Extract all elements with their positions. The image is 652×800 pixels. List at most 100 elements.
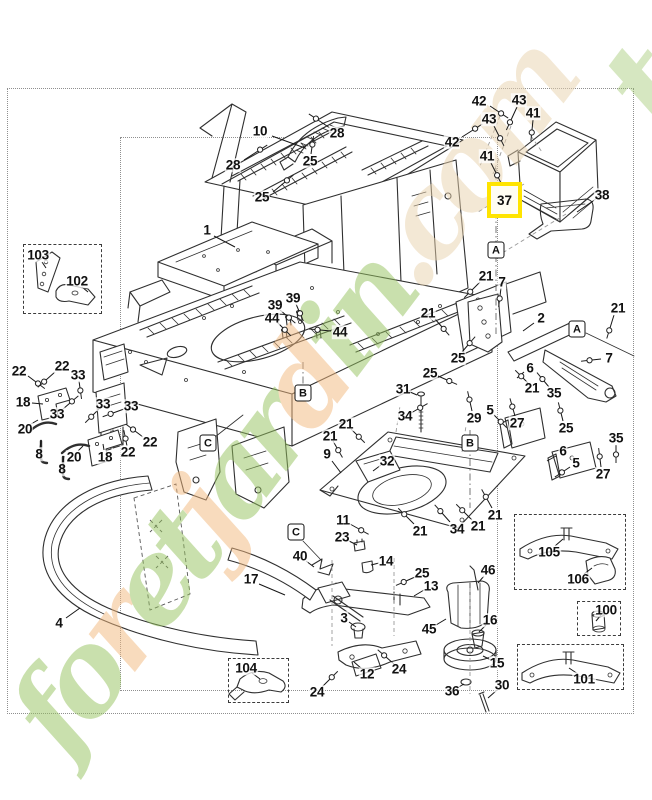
leader-line-22: [134, 430, 144, 438]
hardware-glyph-22: [122, 430, 129, 442]
leader-line-42: [489, 105, 500, 113]
hardware-glyph-21: [463, 288, 474, 299]
part-label-13: 13: [422, 578, 440, 594]
hardware-glyph-35: [536, 372, 546, 383]
leader-line-18: [102, 443, 105, 451]
part-label-102: 102: [65, 273, 89, 289]
part-label-21: 21: [419, 305, 437, 321]
hardware-glyph-25: [395, 578, 407, 586]
part-label-22: 22: [119, 444, 137, 460]
hardware-glyph-43: [497, 135, 505, 147]
hardware-glyph-25: [446, 377, 458, 385]
part-label-35: 35: [607, 430, 625, 446]
leader-line-17: [258, 583, 286, 596]
hardware-glyph-33: [77, 387, 84, 399]
part-label-5: 5: [485, 402, 495, 418]
part-label-23: 23: [333, 529, 351, 545]
leader-line-7: [591, 358, 602, 361]
hardware-glyph-21: [481, 489, 489, 500]
hardware-glyph-25: [466, 336, 476, 347]
hardware-glyph-21: [440, 325, 450, 336]
part-label-39: 39: [266, 297, 284, 313]
inset-103-102: [23, 244, 102, 314]
hardware-glyph-5: [497, 418, 508, 429]
part-label-21: 21: [337, 416, 355, 432]
part-label-24: 24: [308, 684, 326, 700]
leader-line-21: [486, 498, 493, 509]
part-label-42: 42: [470, 93, 488, 109]
highlighted-part-label-37[interactable]: 37: [487, 182, 522, 218]
leader-line-27: [512, 408, 516, 417]
ref-box-B: B: [294, 384, 312, 402]
part-label-29: 29: [465, 410, 483, 426]
hardware-glyph-34: [434, 504, 444, 515]
part-label-1: 1: [202, 222, 212, 238]
leader-line-25: [272, 181, 286, 193]
leader-line-25: [461, 344, 469, 353]
part-label-21: 21: [609, 300, 627, 316]
leader-line-45: [435, 618, 447, 626]
part-label-28: 28: [328, 125, 346, 141]
part-label-46: 46: [479, 562, 497, 578]
hardware-glyph-39: [296, 310, 304, 322]
part-label-32: 32: [378, 453, 396, 469]
part-label-101: 101: [572, 671, 596, 687]
leader-line-21: [434, 318, 443, 328]
leader-line-11: [349, 523, 360, 530]
part-label-22: 22: [53, 358, 71, 374]
part-label-28: 28: [224, 157, 242, 173]
part-label-17: 17: [242, 571, 260, 587]
part-label-5: 5: [571, 455, 581, 471]
hardware-glyph-22: [37, 378, 48, 388]
part-label-31: 31: [394, 381, 412, 397]
hardware-glyph-33: [102, 410, 114, 418]
inset-105-106: [514, 514, 626, 590]
leader-line-2: [522, 322, 535, 332]
part-label-14: 14: [377, 553, 395, 569]
leader-line-4: [65, 607, 81, 619]
part-label-16: 16: [481, 612, 499, 628]
outer-dotted-border: [7, 88, 634, 714]
leader-line-22: [125, 440, 128, 447]
hardware-glyph-7: [496, 295, 503, 307]
part-label-25: 25: [421, 365, 439, 381]
hardware-glyph-24: [328, 670, 339, 681]
inset-104: [228, 658, 289, 703]
part-label-10: 10: [251, 123, 269, 139]
hardware-glyph-34: [417, 403, 428, 411]
leader-line-29: [469, 401, 473, 412]
hardware-glyph-33: [84, 413, 95, 424]
part-label-22: 22: [10, 363, 28, 379]
part-label-21: 21: [477, 268, 495, 284]
leader-line-21: [405, 515, 415, 525]
part-label-44: 44: [331, 324, 349, 340]
leader-line-14: [370, 562, 380, 566]
leader-line-25: [560, 412, 564, 422]
part-label-11: 11: [335, 512, 351, 528]
leader-line-25: [405, 576, 416, 582]
part-label-40: 40: [291, 548, 309, 564]
part-label-38: 38: [593, 187, 611, 203]
leader-line-33: [112, 408, 125, 414]
hardware-glyph-42: [497, 110, 509, 119]
hardware-glyph-11: [358, 527, 369, 535]
leader-line-21: [609, 314, 615, 329]
part-label-25: 25: [301, 153, 319, 169]
part-label-105: 105: [537, 544, 561, 560]
leader-line-44: [319, 329, 332, 332]
leader-line-21: [471, 281, 481, 291]
hardware-glyph-39: [285, 314, 296, 324]
leader-line-43: [493, 125, 500, 137]
part-label-6: 6: [558, 443, 568, 459]
hardware-glyph-24: [377, 649, 388, 659]
part-label-4: 4: [54, 615, 64, 631]
hardware-glyph-21: [455, 503, 466, 514]
ref-box-C: C: [199, 434, 217, 452]
leader-line-5: [493, 414, 500, 421]
rear-lift-arms: [416, 293, 617, 481]
hardware-glyph-25: [557, 402, 564, 414]
part-label-45: 45: [420, 621, 438, 637]
